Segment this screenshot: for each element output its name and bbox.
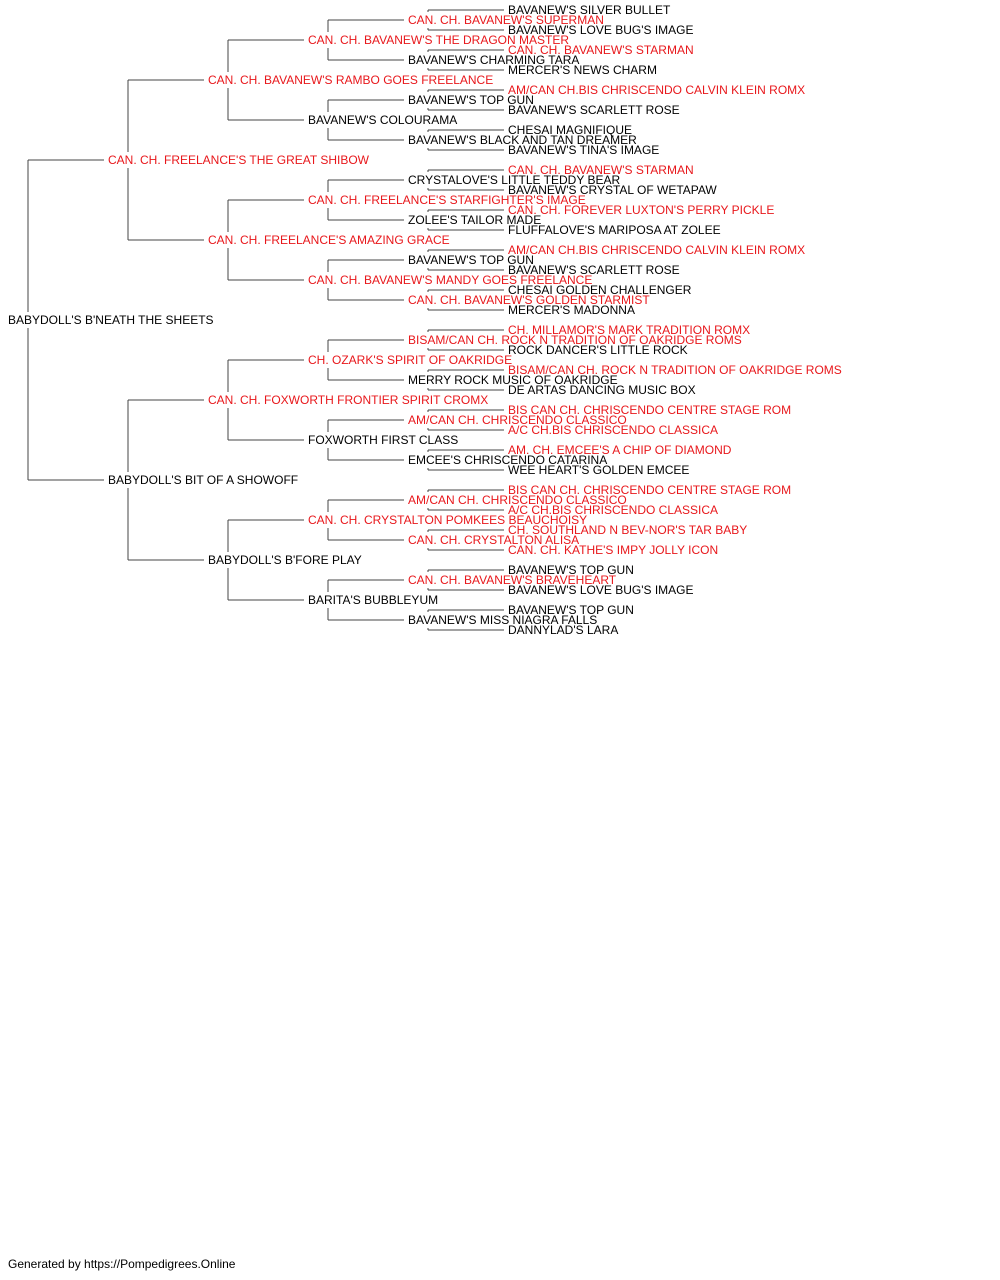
dog-name-gen-5: BAVANEW'S SCARLETT ROSE: [508, 103, 680, 117]
dog-name-gen-4: BAVANEW'S MISS NIAGRA FALLS: [408, 613, 597, 627]
dog-name-gen-4: AM/CAN CH. CHRISCENDO CLASSICO: [408, 413, 627, 427]
dog-name-gen-3: BARITA'S BUBBLEYUM: [308, 593, 438, 607]
dog-name-gen-5: DANNYLAD'S LARA: [508, 623, 618, 637]
dog-name-gen-4: BAVANEW'S TOP GUN: [408, 253, 534, 267]
dog-name-gen-5: BISAM/CAN CH. ROCK N TRADITION OF OAKRID…: [508, 363, 842, 377]
dog-name-gen-4: EMCEE'S CHRISCENDO CATARINA: [408, 453, 607, 467]
dog-name-gen-0: BABYDOLL'S B'NEATH THE SHEETS: [8, 313, 214, 327]
dog-name-gen-2: CAN. CH. FOXWORTH FRONTIER SPIRIT CROMX: [208, 393, 488, 407]
dog-name-gen-5: WEE HEART'S GOLDEN EMCEE: [508, 463, 689, 477]
dog-name-gen-5: CH. SOUTHLAND N BEV-NOR'S TAR BABY: [508, 523, 747, 537]
dog-name-gen-5: CH. MILLAMOR'S MARK TRADITION ROMX: [508, 323, 750, 337]
dog-name-gen-5: CAN. CH. FOREVER LUXTON'S PERRY PICKLE: [508, 203, 774, 217]
dog-name-gen-5: ROCK DANCER'S LITTLE ROCK: [508, 343, 688, 357]
dog-name-gen-4: CAN. CH. BAVANEW'S BRAVEHEART: [408, 573, 617, 587]
dog-name-gen-3: CAN. CH. CRYSTALTON POMKEES BEAUCHOISY: [308, 513, 587, 527]
dog-name-gen-5: CAN. CH. KATHE'S IMPY JOLLY ICON: [508, 543, 718, 557]
dog-name-gen-5: A/C CH.BIS CHRISCENDO CLASSICA: [508, 423, 718, 437]
dog-name-gen-4: BAVANEW'S TOP GUN: [408, 93, 534, 107]
dog-name-gen-3: CAN. CH. BAVANEW'S THE DRAGON MASTER: [308, 33, 569, 47]
dog-name-gen-5: AM. CH. EMCEE'S A CHIP OF DIAMOND: [508, 443, 732, 457]
dog-name-gen-4: CRYSTALOVE'S LITTLE TEDDY BEAR: [408, 173, 620, 187]
dog-name-gen-4: BAVANEW'S BLACK AND TAN DREAMER: [408, 133, 637, 147]
dog-name-gen-4: ZOLEE'S TAILOR MADE: [408, 213, 541, 227]
dog-name-gen-3: FOXWORTH FIRST CLASS: [308, 433, 458, 447]
dog-name-gen-5: BAVANEW'S SILVER BULLET: [508, 3, 671, 17]
dog-name-gen-5: CAN. CH. BAVANEW'S STARMAN: [508, 163, 694, 177]
dog-name-gen-3: BAVANEW'S COLOURAMA: [308, 113, 457, 127]
dog-name-gen-5: CAN. CH. BAVANEW'S STARMAN: [508, 43, 694, 57]
dog-name-gen-3: CH. OZARK'S SPIRIT OF OAKRIDGE: [308, 353, 512, 367]
dog-name-gen-4: AM/CAN CH. CHRISCENDO CLASSICO: [408, 493, 627, 507]
dog-name-gen-5: DE ARTAS DANCING MUSIC BOX: [508, 383, 696, 397]
generated-by-footer: Generated by https://Pompedigrees.Online: [8, 1257, 236, 1271]
dog-name-gen-5: BAVANEW'S LOVE BUG'S IMAGE: [508, 23, 694, 37]
dog-name-gen-5: BIS CAN CH. CHRISCENDO CENTRE STAGE ROM: [508, 403, 791, 417]
dog-name-gen-5: BIS CAN CH. CHRISCENDO CENTRE STAGE ROM: [508, 483, 791, 497]
dog-name-gen-1: CAN. CH. FREELANCE'S THE GREAT SHIBOW: [108, 153, 370, 167]
dog-name-gen-5: MERCER'S MADONNA: [508, 303, 635, 317]
dog-name-gen-5: BAVANEW'S SCARLETT ROSE: [508, 263, 680, 277]
dog-name-gen-5: BAVANEW'S TOP GUN: [508, 563, 634, 577]
dog-name-gen-4: MERRY ROCK MUSIC OF OAKRIDGE: [408, 373, 618, 387]
dog-name-gen-5: BAVANEW'S CRYSTAL OF WETAPAW: [508, 183, 717, 197]
dog-name-gen-4: CAN. CH. CRYSTALTON ALISA: [408, 533, 579, 547]
dog-name-gen-3: CAN. CH. BAVANEW'S MANDY GOES FREELANCE: [308, 273, 592, 287]
dog-name-gen-4: BISAM/CAN CH. ROCK N TRADITION OF OAKRID…: [408, 333, 742, 347]
dog-name-gen-5: CHESAI MAGNIFIQUE: [508, 123, 632, 137]
dog-name-gen-2: CAN. CH. BAVANEW'S RAMBO GOES FREELANCE: [208, 73, 493, 87]
dog-name-gen-4: CAN. CH. BAVANEW'S GOLDEN STARMIST: [408, 293, 650, 307]
dog-name-gen-5: CHESAI GOLDEN CHALLENGER: [508, 283, 692, 297]
dog-name-gen-5: AM/CAN CH.BIS CHRISCENDO CALVIN KLEIN RO…: [508, 83, 805, 97]
dog-name-gen-2: BABYDOLL'S B'FORE PLAY: [208, 553, 362, 567]
dog-name-gen-2: CAN. CH. FREELANCE'S AMAZING GRACE: [208, 233, 450, 247]
dog-name-gen-5: A/C CH.BIS CHRISCENDO CLASSICA: [508, 503, 718, 517]
dog-name-gen-1: BABYDOLL'S BIT OF A SHOWOFF: [108, 473, 298, 487]
dog-name-gen-5: AM/CAN CH.BIS CHRISCENDO CALVIN KLEIN RO…: [508, 243, 805, 257]
dog-name-gen-5: FLUFFALOVE'S MARIPOSA AT ZOLEE: [508, 223, 721, 237]
dog-name-gen-5: BAVANEW'S TOP GUN: [508, 603, 634, 617]
dog-name-gen-5: BAVANEW'S TINA'S IMAGE: [508, 143, 659, 157]
dog-name-gen-3: CAN. CH. FREELANCE'S STARFIGHTER'S IMAGE: [308, 193, 586, 207]
dog-name-gen-4: BAVANEW'S CHARMING TARA: [408, 53, 579, 67]
dog-name-gen-5: MERCER'S NEWS CHARM: [508, 63, 657, 77]
dog-name-gen-5: BAVANEW'S LOVE BUG'S IMAGE: [508, 583, 694, 597]
dog-name-gen-4: CAN. CH. BAVANEW'S SUPERMAN: [408, 13, 604, 27]
